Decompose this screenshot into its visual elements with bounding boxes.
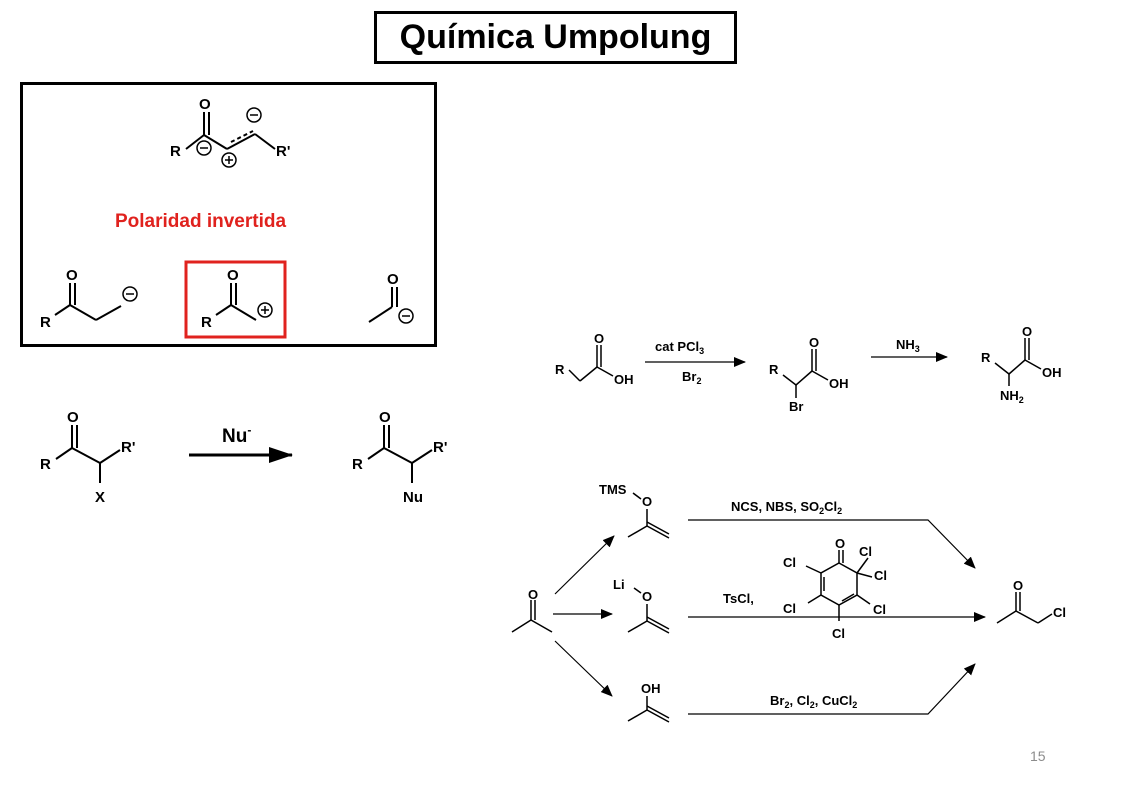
enone-O-label: O <box>199 96 211 113</box>
acid-R-label: R <box>555 362 565 377</box>
minus-circle-icon <box>122 286 138 302</box>
alpha-cation-structure <box>215 283 257 321</box>
bromoacid-OH-label: OH <box>829 376 849 391</box>
polarity-box <box>20 82 437 347</box>
haloketone-X-label: X <box>95 489 105 506</box>
route-bottom-reagents: Br2, Cl2, CuCl2 <box>770 693 857 710</box>
carboxylic-acid-structure <box>568 345 614 382</box>
chloroacetone-Cl-label: Cl <box>1053 605 1066 620</box>
hvz-reagent-top: cat PCl3 <box>655 339 704 356</box>
acetone-O-label: O <box>528 587 538 602</box>
route-middle-reagent: TsCl, <box>723 591 754 606</box>
amination-reagent: NH3 <box>896 337 920 354</box>
enolate-O-label: O <box>642 589 652 604</box>
chloroacetone-O-label: O <box>1013 578 1023 593</box>
aminoacid-O-label: O <box>1022 324 1032 339</box>
dienone-Cl-label: Cl <box>859 544 872 559</box>
enone-Rprime-label: R' <box>276 143 290 160</box>
dienone-Cl-label: Cl <box>783 555 796 570</box>
enol-structure <box>627 696 670 723</box>
nuketone-O-label: O <box>379 409 391 426</box>
haloketone-Rprime-label: R' <box>121 439 135 456</box>
anion-R-label: R <box>40 314 51 331</box>
chloroacetone-structure <box>996 592 1053 624</box>
acyl-O-label: O <box>387 271 399 288</box>
bromoacid-O-label: O <box>809 335 819 350</box>
silyl-TMS-label: TMS <box>599 482 627 497</box>
silyl-O-label: O <box>642 494 652 509</box>
bromoacid-R-label: R <box>769 362 779 377</box>
cation-R-label: R <box>201 314 212 331</box>
polarity-heading: Polaridad invertida <box>115 211 286 232</box>
nuketone-Rprime-label: R' <box>433 439 447 456</box>
amino-acid-structure <box>994 338 1042 386</box>
minus-circle-icon <box>398 308 414 324</box>
lithium-enolate-structure <box>627 587 670 634</box>
plus-circle-icon <box>221 152 237 168</box>
alpha-halo-ketone-structure <box>55 425 121 483</box>
branch-arrow-top <box>554 535 615 595</box>
acid-OH-label: OH <box>614 372 634 387</box>
cation-O-label: O <box>227 267 239 284</box>
bromo-acid-structure <box>782 349 829 398</box>
plus-circle-icon <box>257 302 273 318</box>
page-number: 15 <box>1030 748 1046 764</box>
dienone-Cl-label: Cl <box>874 568 887 583</box>
anion-O-label: O <box>66 267 78 284</box>
route-top-arrow <box>688 519 976 569</box>
hvz-reagent-bottom: Br2 <box>682 369 701 386</box>
haloketone-O-label: O <box>67 409 79 426</box>
nuketone-R-label: R <box>352 456 363 473</box>
nuketone-Nu-label: Nu <box>403 489 423 506</box>
page-title: Química Umpolung <box>399 18 712 56</box>
title-box: Química Umpolung <box>374 11 737 64</box>
aminoacid-NH2-label: NH2 <box>1000 388 1024 405</box>
alpha-nu-ketone-structure <box>367 425 433 483</box>
dienone-Cl-label: Cl <box>783 601 796 616</box>
enolate-anion-structure <box>54 283 122 321</box>
silyl-enol-ether-structure <box>627 492 670 539</box>
enol-OH-label: OH <box>641 681 661 696</box>
acetone-structure <box>511 600 553 633</box>
route-top-reagents: NCS, NBS, SO2Cl2 <box>731 499 842 516</box>
enone-R-label: R <box>170 143 181 160</box>
minus-circle-icon <box>246 107 262 123</box>
acyl-anion-structure <box>368 287 398 323</box>
nucleophile-label: Nu- <box>222 423 251 447</box>
bromoacid-Br-label: Br <box>789 399 803 414</box>
highlight-frame <box>184 260 287 339</box>
dienone-Cl-label: Cl <box>873 602 886 617</box>
dienone-Cl-label: Cl <box>832 626 845 641</box>
acid-O-label: O <box>594 331 604 346</box>
minus-circle-icon <box>196 140 212 156</box>
aminoacid-OH-label: OH <box>1042 365 1062 380</box>
dienone-O-label: O <box>835 536 845 551</box>
aminoacid-R-label: R <box>981 350 991 365</box>
haloketone-R-label: R <box>40 456 51 473</box>
route-bottom-arrow <box>688 663 976 715</box>
enolate-Li-label: Li <box>613 577 625 592</box>
hexachlorocyclohexadienone-structure <box>805 550 873 621</box>
enone-structure <box>185 112 276 150</box>
branch-arrow-bottom <box>554 640 613 697</box>
